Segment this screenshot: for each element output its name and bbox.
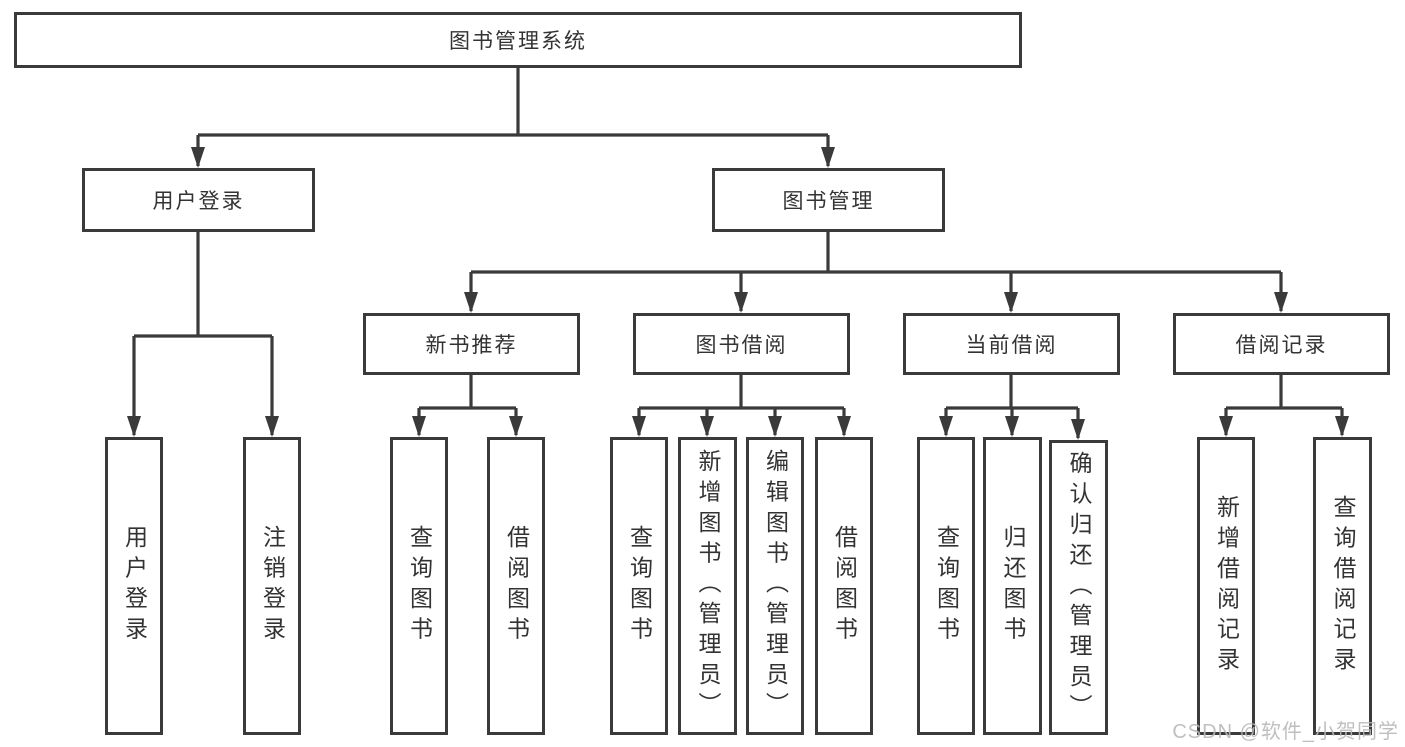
arrow-down-icon [1004, 292, 1018, 313]
node-user-login: 用户登录 [82, 168, 315, 232]
leaf-user-login: 用户登录 [105, 437, 163, 735]
node-book-borrow: 图书借阅 [633, 313, 850, 375]
leaf-borrow-query-books: 查询图书 [610, 437, 668, 735]
arrow-down-icon [127, 416, 141, 437]
leaf-records-query-record-label: 查询借阅记录 [1330, 494, 1356, 678]
node-borrow-records: 借阅记录 [1173, 313, 1390, 375]
leaf-current-return-books: 归还图书 [983, 437, 1042, 735]
leaf-borrow-borrow-books: 借阅图书 [815, 437, 873, 735]
leaf-borrow-edit-books-admin-label: 编辑图书（管理员） [762, 449, 789, 723]
arrow-down-icon [734, 292, 748, 313]
arrow-down-icon [632, 416, 646, 437]
arrow-down-icon [464, 292, 478, 313]
arrow-down-icon [1335, 416, 1349, 437]
leaf-records-add-record-label: 新增借阅记录 [1213, 494, 1240, 678]
leaf-current-query-books-label: 查询图书 [933, 525, 960, 647]
arrow-down-icon [1071, 419, 1085, 440]
node-borrow-records-label: 借阅记录 [1235, 334, 1328, 357]
leaf-records-add-record: 新增借阅记录 [1197, 437, 1255, 735]
leaf-borrow-borrow-books-label: 借阅图书 [831, 525, 858, 647]
node-book-borrow-label: 图书借阅 [695, 334, 788, 357]
node-library-system: 图书管理系统 [14, 12, 1022, 68]
leaf-logout: 注销登录 [243, 437, 301, 735]
connector-lines [132, 68, 1344, 438]
leaf-borrow-edit-books-admin: 编辑图书（管理员） [746, 437, 804, 735]
arrow-down-icon [837, 416, 851, 437]
leaf-newbook-query-books: 查询图书 [390, 437, 448, 735]
leaf-current-confirm-return-admin: 确认归还（管理员） [1049, 440, 1108, 735]
arrow-down-icon [1219, 416, 1233, 437]
arrow-down-icon [412, 416, 426, 437]
leaf-newbook-borrow-books-label: 借阅图书 [503, 525, 530, 647]
leaf-current-confirm-return-admin-label: 确认归还（管理员） [1066, 450, 1092, 725]
leaf-borrow-add-books-admin-label: 新增图书（管理员） [695, 449, 721, 723]
arrow-down-icon [509, 416, 523, 437]
node-book-management-label: 图书管理 [782, 190, 875, 213]
arrow-down-icon [939, 416, 953, 437]
leaf-user-login-label: 用户登录 [121, 525, 148, 647]
leaf-borrow-add-books-admin: 新增图书（管理员） [678, 437, 737, 735]
leaf-current-query-books: 查询图书 [917, 437, 975, 735]
arrow-down-icon [1274, 292, 1288, 313]
arrow-down-icon [821, 147, 835, 168]
arrow-down-icon [265, 416, 279, 437]
node-current-borrow: 当前借阅 [903, 313, 1120, 375]
arrow-down-icon [191, 147, 205, 168]
leaf-current-return-books-label: 归还图书 [1000, 525, 1026, 647]
leaf-newbook-borrow-books: 借阅图书 [487, 437, 545, 735]
leaf-newbook-query-books-label: 查询图书 [406, 525, 433, 647]
node-library-system-label: 图书管理系统 [449, 30, 587, 53]
node-new-book-recommend-label: 新书推荐 [425, 334, 518, 357]
arrow-down-icon [700, 416, 714, 437]
arrow-down-icon [768, 416, 782, 437]
arrow-down-icon [1005, 416, 1019, 437]
node-user-login-label: 用户登录 [152, 190, 245, 213]
node-current-borrow-label: 当前借阅 [965, 334, 1058, 357]
csdn-watermark: CSDN @软件_小贺同学 [1172, 721, 1399, 743]
node-book-management: 图书管理 [712, 168, 945, 232]
leaf-records-query-record: 查询借阅记录 [1313, 437, 1372, 735]
node-new-book-recommend: 新书推荐 [363, 313, 580, 375]
leaf-logout-label: 注销登录 [259, 525, 286, 647]
leaf-borrow-query-books-label: 查询图书 [626, 525, 653, 647]
